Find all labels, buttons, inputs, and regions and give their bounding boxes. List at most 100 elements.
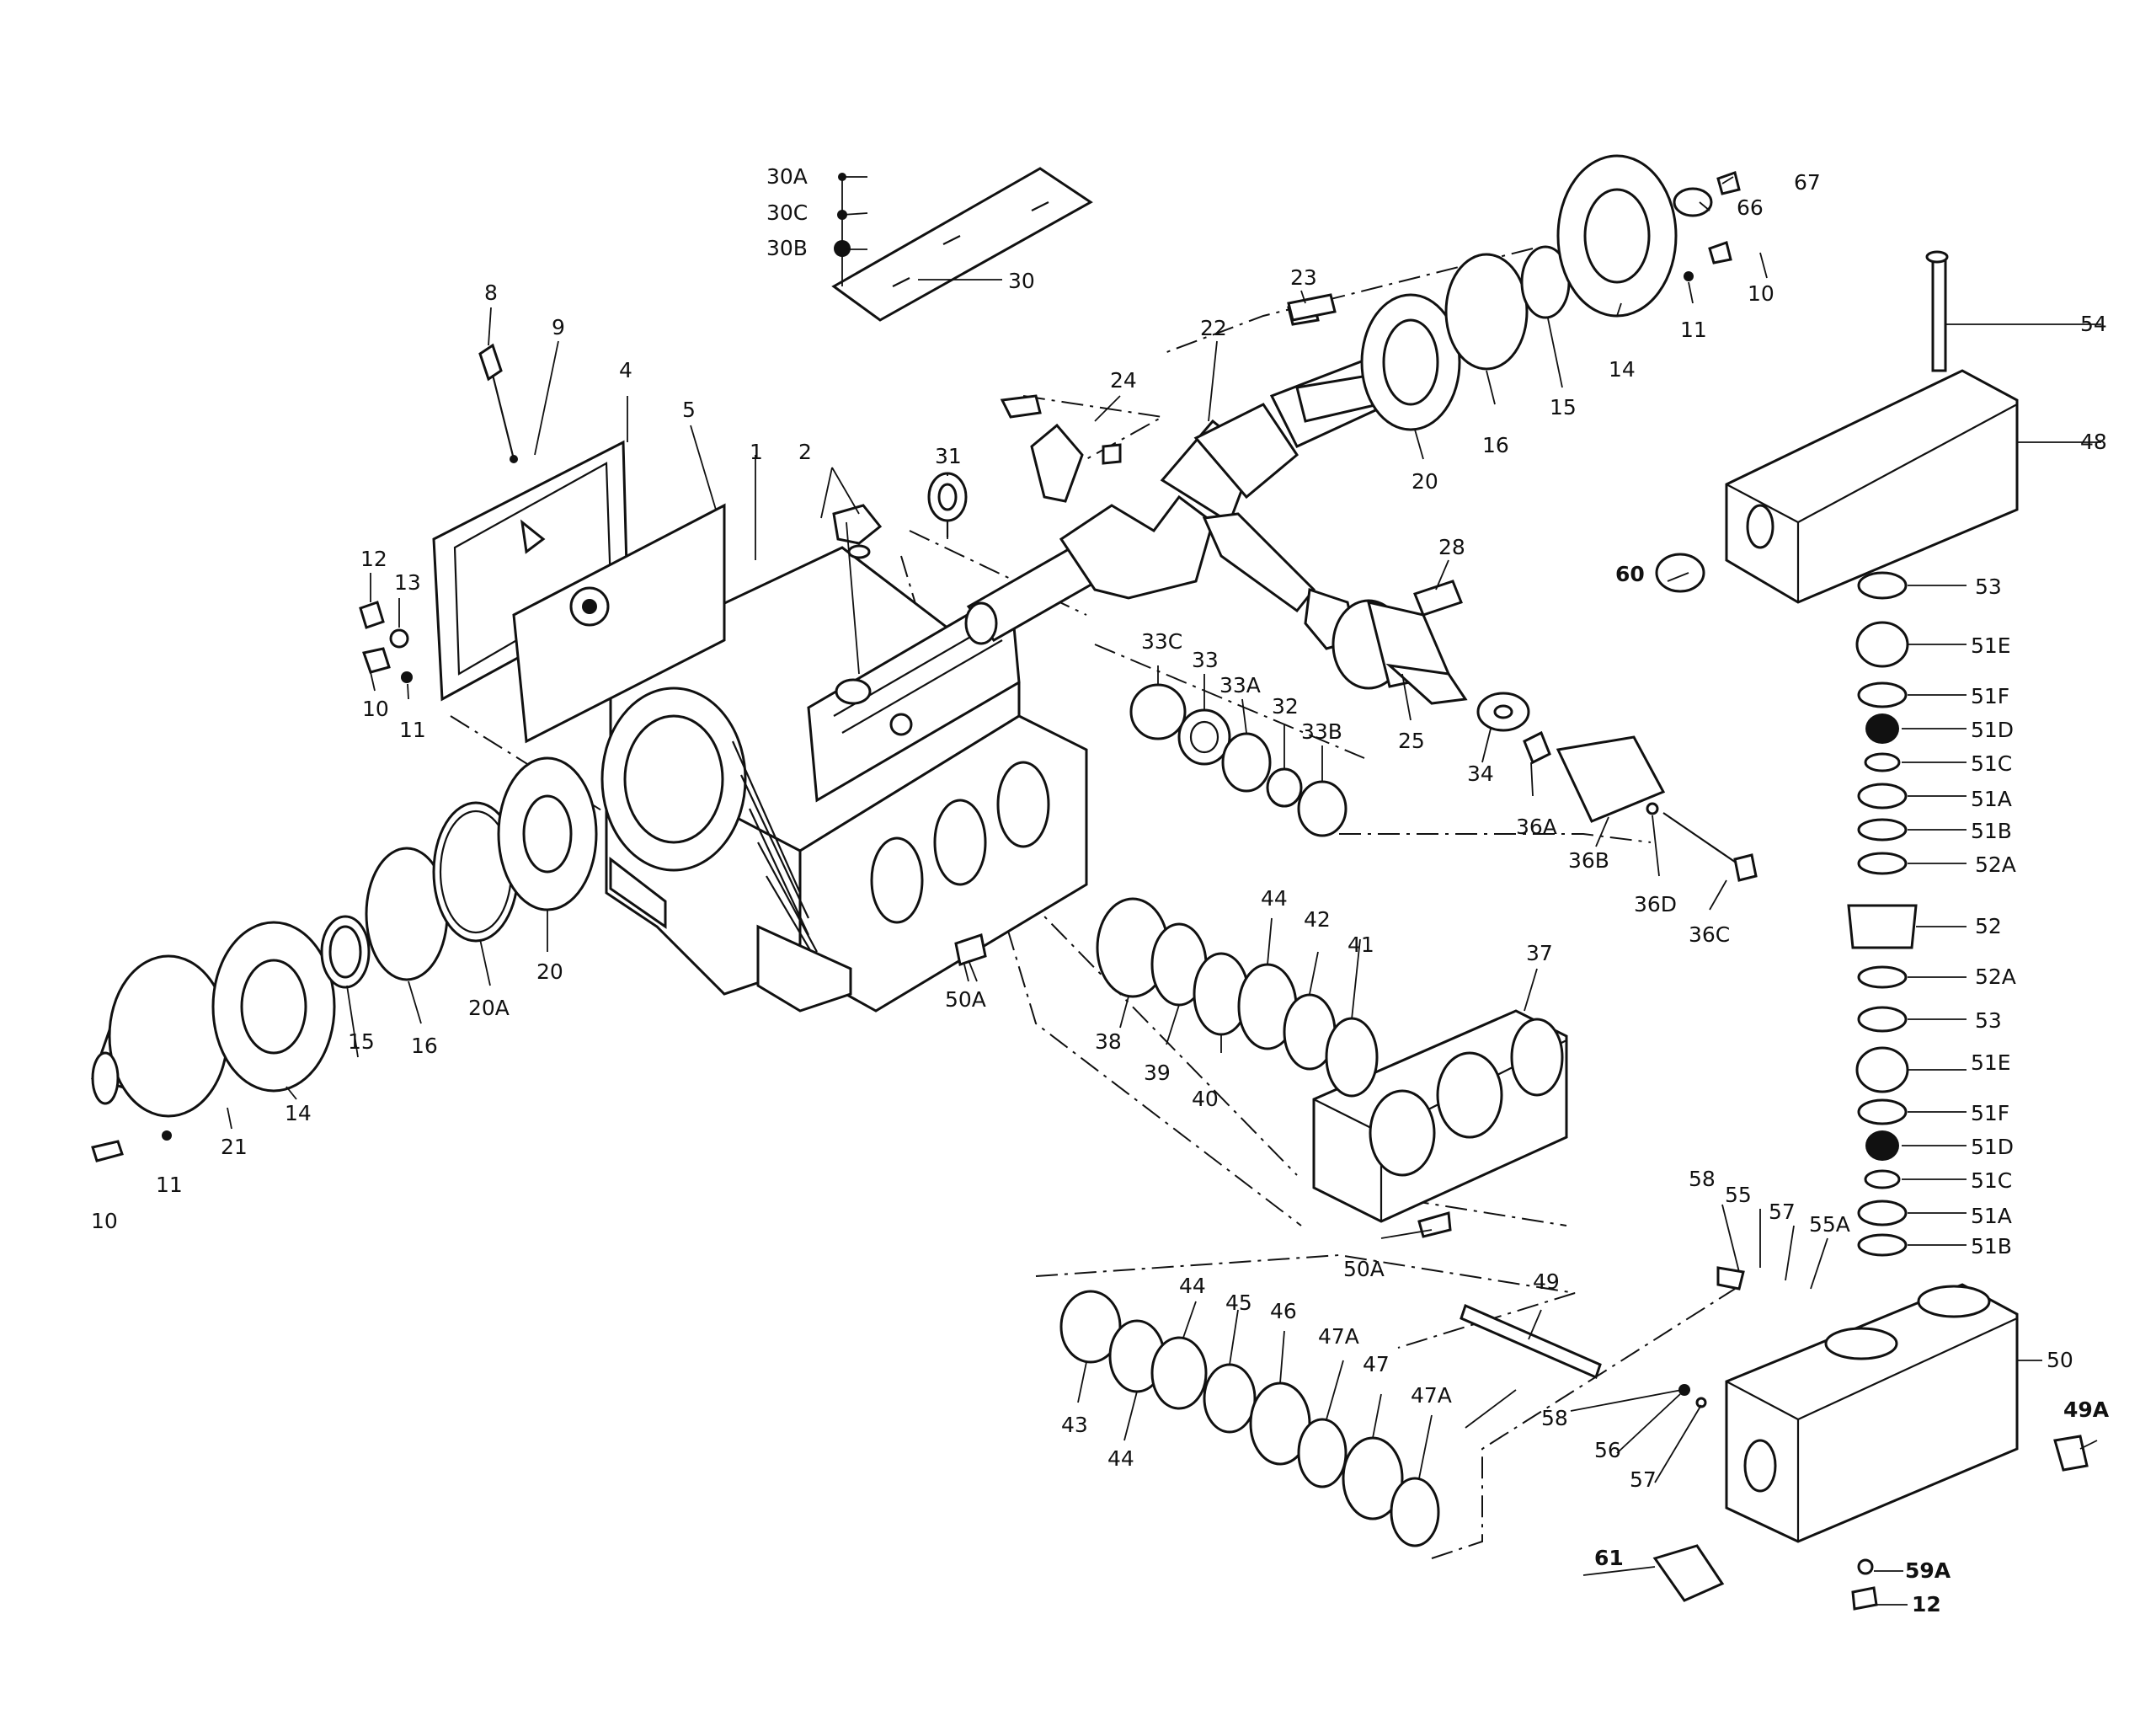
label-47A-lower: 47A [1411, 1383, 1452, 1408]
label-51E-upper: 51E [1971, 633, 2011, 658]
label-11-left: 11 [399, 718, 426, 742]
label-16-right: 16 [1482, 433, 1509, 457]
seal-set [1059, 1290, 1602, 1547]
label-46: 46 [1270, 1299, 1297, 1323]
label-57-lower: 57 [1630, 1467, 1657, 1492]
label-36C: 36C [1689, 922, 1730, 947]
label-51F-upper: 51F [1971, 684, 2009, 708]
valve-manifold-upper [1655, 250, 2019, 604]
label-53-upper: 53 [1975, 574, 2002, 599]
label-12-bottom: 12 [1912, 1592, 1941, 1616]
label-2: 2 [798, 440, 812, 464]
label-14-left: 14 [285, 1101, 312, 1125]
label-55: 55 [1725, 1183, 1752, 1207]
label-8: 8 [484, 281, 498, 305]
label-20-left: 20 [536, 959, 563, 984]
label-53-lower: 53 [1975, 1008, 2002, 1033]
label-1: 1 [750, 440, 763, 464]
label-28: 28 [1438, 535, 1465, 559]
valve-stack [1847, 571, 1918, 1257]
label-51D-lower: 51D [1971, 1135, 2014, 1159]
label-25: 25 [1398, 729, 1425, 753]
stuffing-box [954, 897, 1568, 1238]
label-37: 37 [1526, 941, 1553, 965]
label-30: 30 [1008, 269, 1035, 293]
label-33C: 33C [1141, 629, 1182, 654]
label-30B: 30B [766, 236, 808, 260]
label-52A-upper: 52A [1975, 852, 2016, 877]
key [1287, 293, 1337, 322]
label-40: 40 [1192, 1087, 1219, 1111]
label-49A: 49A [2063, 1397, 2110, 1422]
dipstick [478, 343, 518, 463]
label-14-right: 14 [1609, 357, 1636, 382]
label-10-right: 10 [1748, 281, 1774, 306]
label-60: 60 [1615, 562, 1645, 586]
label-44-lower: 44 [1107, 1446, 1134, 1471]
crankshaft [964, 352, 1417, 645]
label-58-lower: 58 [1541, 1406, 1568, 1430]
label-36B: 36B [1568, 848, 1609, 873]
label-15-left: 15 [348, 1029, 375, 1054]
label-12: 12 [360, 547, 387, 571]
label-51B-lower: 51B [1971, 1234, 2012, 1258]
label-54: 54 [2080, 312, 2107, 336]
label-10-bottom: 10 [91, 1209, 118, 1233]
top-plate [831, 167, 1093, 322]
label-51C-lower: 51C [1971, 1168, 2012, 1193]
label-44-upper: 44 [1261, 886, 1288, 911]
label-31: 31 [935, 444, 962, 468]
label-50A-upper: 50A [945, 987, 986, 1012]
label-50A-lower: 50A [1343, 1257, 1385, 1281]
label-32: 32 [1272, 694, 1299, 719]
label-48: 48 [2080, 430, 2107, 454]
label-51A-lower: 51A [1971, 1204, 2012, 1228]
label-61: 61 [1594, 1546, 1624, 1570]
leader-lines [227, 176, 2101, 1606]
label-11-bottom: 11 [156, 1173, 183, 1197]
label-42: 42 [1304, 907, 1331, 932]
label-22: 22 [1200, 316, 1227, 340]
label-39: 39 [1144, 1061, 1171, 1085]
label-4: 4 [619, 358, 632, 382]
label-33B: 33B [1301, 719, 1342, 744]
label-16-left: 16 [411, 1034, 438, 1058]
label-49: 49 [1533, 1269, 1560, 1294]
label-24: 24 [1110, 368, 1137, 393]
label-33A: 33A [1219, 673, 1261, 697]
part-labels: 1 2 4 5 8 9 10 10 10 11 11 11 12 12 13 1… [91, 164, 2110, 1616]
label-50: 50 [2047, 1348, 2073, 1372]
label-21: 21 [221, 1135, 248, 1159]
label-51A-upper: 51A [1971, 787, 2012, 811]
label-51F-lower: 51F [1971, 1101, 2009, 1125]
label-57-upper: 57 [1769, 1200, 1796, 1224]
label-66: 66 [1737, 195, 1764, 220]
label-23: 23 [1290, 265, 1317, 290]
eye-bolt [927, 472, 968, 537]
label-30C: 30C [766, 200, 808, 225]
label-33: 33 [1192, 648, 1219, 672]
label-47: 47 [1363, 1352, 1390, 1376]
label-58-upper: 58 [1689, 1167, 1716, 1191]
label-36A: 36A [1516, 815, 1557, 839]
label-30A: 30A [766, 164, 808, 189]
label-10-left: 10 [362, 697, 389, 721]
label-9: 9 [552, 315, 565, 339]
label-43: 43 [1061, 1413, 1088, 1437]
label-51D-upper: 51D [1971, 718, 2014, 742]
rear-cover [432, 440, 726, 744]
label-56: 56 [1594, 1438, 1621, 1462]
label-52: 52 [1975, 914, 2002, 938]
left-bearing-assembly [91, 756, 598, 1162]
label-67: 67 [1794, 170, 1821, 195]
label-51C-upper: 51C [1971, 751, 2012, 776]
label-51B-upper: 51B [1971, 819, 2012, 843]
label-51E-lower: 51E [1971, 1050, 2011, 1075]
label-59A: 59A [1905, 1558, 1951, 1583]
breather-plug [832, 504, 883, 559]
label-34: 34 [1467, 761, 1494, 786]
label-55A: 55A [1809, 1212, 1850, 1237]
connecting-rod [1000, 394, 1358, 650]
label-52A-lower: 52A [1975, 965, 2016, 989]
